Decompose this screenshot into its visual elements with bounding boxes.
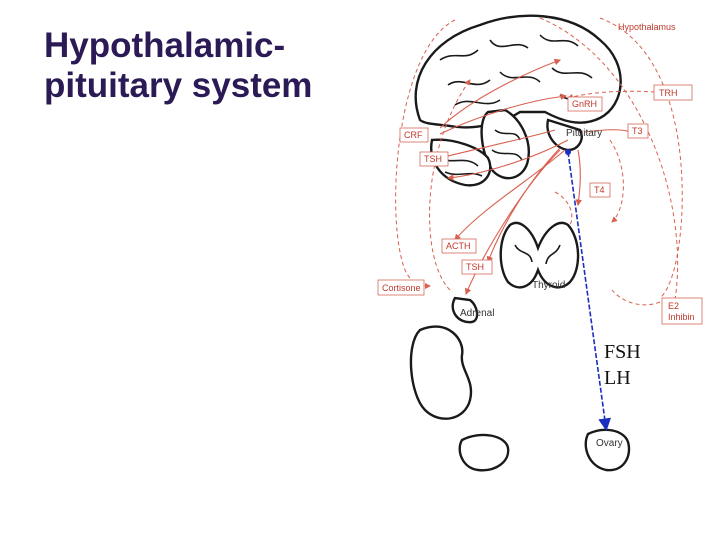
box-t3 xyxy=(627,123,649,139)
label-t3: T3 xyxy=(632,126,643,136)
label-e2: E2 xyxy=(668,301,679,311)
slide-title: Hypothalamic- pituitary system xyxy=(44,26,364,106)
box-tsh-lower xyxy=(461,259,493,275)
title-line-2: pituitary system xyxy=(44,66,313,105)
hormone-fsh: FSH xyxy=(604,341,641,363)
label-cortisone: Cortisone xyxy=(382,283,421,293)
box-t4 xyxy=(589,182,611,198)
label-acth: ACTH xyxy=(446,241,471,251)
box-tsh-upper xyxy=(419,151,449,167)
feedback-pathways xyxy=(395,17,683,306)
fsh-lh-arrow xyxy=(567,151,612,432)
box-trh xyxy=(653,84,693,101)
box-acth xyxy=(441,238,477,254)
label-inhibin: Inhibin xyxy=(668,312,695,322)
ovary-illustration xyxy=(458,428,631,472)
label-gnrh: GnRH xyxy=(572,99,597,109)
label-ovary: Ovary xyxy=(596,438,623,449)
label-trh: TRH xyxy=(659,88,678,98)
label-tsh-lower: TSH xyxy=(466,262,484,272)
label-pituitary: Pituitary xyxy=(566,128,602,139)
diagram-labels: Hypothalamus TRH GnRH CRF TSH Pituitary … xyxy=(377,22,703,449)
label-adrenal: Adrenal xyxy=(460,308,494,319)
box-crf xyxy=(399,127,429,143)
label-t4: T4 xyxy=(594,185,605,195)
thyroid-illustration xyxy=(499,221,580,289)
hormone-lh: LH xyxy=(604,367,631,389)
box-e2-inhibin xyxy=(661,297,703,325)
label-hypothalamus: Hypothalamus xyxy=(618,22,676,32)
fsh-lh-pathway xyxy=(565,149,612,432)
adrenal-illustration xyxy=(409,296,479,420)
label-crf: CRF xyxy=(404,130,423,140)
label-tsh-upper: TSH xyxy=(424,154,442,164)
label-thyroid: Thyroid xyxy=(532,280,565,291)
box-gnrh xyxy=(567,96,603,112)
title-line-1: Hypothalamic- xyxy=(44,26,286,65)
box-cortisone xyxy=(377,279,425,296)
